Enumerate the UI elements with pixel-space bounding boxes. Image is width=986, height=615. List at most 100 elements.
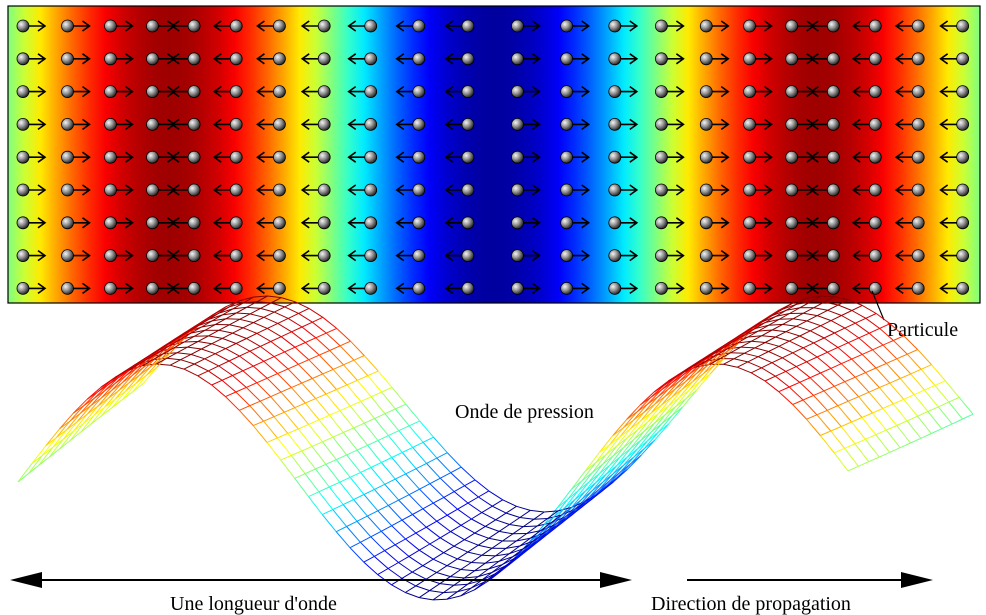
mesh-line xyxy=(602,465,617,483)
mesh-line xyxy=(488,530,500,539)
mesh-line xyxy=(796,325,811,332)
mesh-line xyxy=(83,397,95,407)
mesh-line xyxy=(747,330,759,338)
mesh-line xyxy=(132,361,147,376)
mesh-line xyxy=(681,365,693,374)
mesh-line xyxy=(249,307,261,315)
mesh-line xyxy=(252,365,268,379)
mesh-line xyxy=(201,343,213,350)
mesh-line xyxy=(505,557,517,567)
mesh-line xyxy=(31,445,47,465)
mesh-line xyxy=(93,398,109,416)
mesh-line xyxy=(194,319,206,327)
particle xyxy=(16,52,47,66)
particle xyxy=(894,85,925,98)
particle xyxy=(743,118,773,131)
mesh-line xyxy=(515,547,527,557)
mesh-line xyxy=(381,391,396,410)
mesh-line xyxy=(837,342,849,348)
mesh-line xyxy=(539,516,555,534)
mesh-line xyxy=(478,537,489,546)
mesh-line xyxy=(516,537,531,542)
mesh-line xyxy=(799,335,814,344)
mesh-line xyxy=(747,361,762,369)
mesh-line xyxy=(654,396,666,405)
mesh-line xyxy=(405,532,417,540)
mesh-line xyxy=(671,388,683,398)
mesh-line xyxy=(301,450,316,470)
mesh-line xyxy=(540,531,552,541)
mesh-line xyxy=(460,589,475,597)
mesh-line xyxy=(471,518,486,527)
mesh-line xyxy=(391,387,407,405)
mesh-line xyxy=(336,454,347,461)
mesh-line xyxy=(501,556,514,565)
mesh-line xyxy=(523,525,538,528)
mesh-line xyxy=(97,398,109,407)
mesh-line xyxy=(387,505,403,521)
mesh-line xyxy=(360,401,375,419)
mesh-line xyxy=(291,326,303,333)
mesh-line xyxy=(602,455,614,465)
particle xyxy=(511,281,541,295)
particle xyxy=(256,150,286,164)
mesh-line xyxy=(443,491,455,498)
mesh-line xyxy=(373,556,389,569)
particle xyxy=(654,249,685,263)
mesh-line xyxy=(598,473,614,490)
mesh-line xyxy=(875,367,891,384)
mesh-line xyxy=(761,329,773,337)
mesh-line xyxy=(702,365,714,375)
mesh-line xyxy=(419,549,434,560)
mesh-line xyxy=(927,406,939,412)
mesh-line xyxy=(868,387,880,393)
mesh-line xyxy=(284,306,299,314)
mesh-line xyxy=(792,404,807,420)
mesh-line xyxy=(222,332,233,339)
particle xyxy=(212,118,243,131)
particle xyxy=(894,118,925,131)
mesh-line xyxy=(841,310,853,316)
mesh-line xyxy=(433,436,448,454)
particle xyxy=(104,183,134,197)
mesh-line xyxy=(121,382,137,401)
mesh-line xyxy=(823,385,835,392)
mesh-line xyxy=(218,360,230,367)
mesh-line xyxy=(363,355,379,372)
mesh-line xyxy=(367,370,379,377)
mesh-line xyxy=(419,420,434,438)
mesh-line xyxy=(553,519,566,529)
mesh-line xyxy=(277,432,288,439)
mesh-line xyxy=(401,452,417,470)
particle xyxy=(256,19,286,33)
mesh-line xyxy=(460,587,472,597)
mesh-line xyxy=(803,342,814,349)
mesh-line xyxy=(339,340,351,347)
mesh-line xyxy=(626,420,642,439)
mesh-line xyxy=(789,340,804,349)
mesh-line xyxy=(363,418,375,424)
mesh-line xyxy=(903,398,918,417)
mesh-line xyxy=(367,440,379,446)
mesh-line xyxy=(803,347,818,358)
mesh-line xyxy=(180,332,192,340)
mesh-line xyxy=(699,373,711,383)
mesh-line xyxy=(550,523,562,532)
mesh-line xyxy=(727,343,739,352)
mesh-line xyxy=(17,463,33,483)
mesh-line xyxy=(771,323,783,331)
mesh-line xyxy=(290,455,306,475)
mesh-line xyxy=(343,359,355,366)
mesh-line xyxy=(539,524,552,534)
mesh-line xyxy=(384,550,399,563)
mesh-line xyxy=(180,353,192,361)
particle xyxy=(699,281,730,295)
mesh-line xyxy=(948,396,960,403)
particle xyxy=(444,249,475,263)
particle xyxy=(699,52,730,66)
mesh-line xyxy=(799,301,811,309)
mesh-line xyxy=(391,457,407,475)
particle xyxy=(809,281,840,295)
mesh-line xyxy=(156,363,171,366)
mesh-line xyxy=(381,386,393,393)
